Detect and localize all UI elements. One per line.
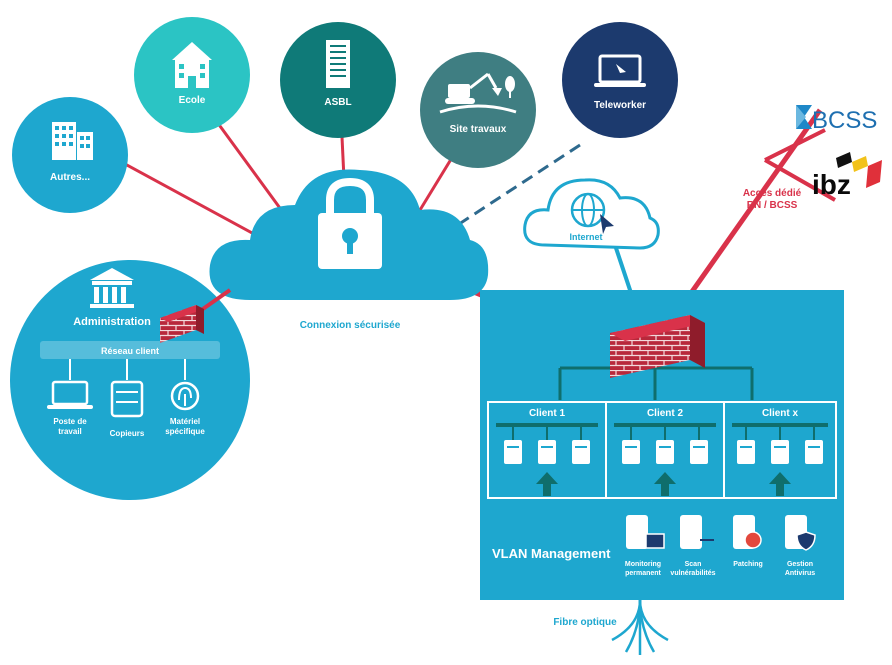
service-label-scan-1: Scan [685, 561, 702, 568]
shield-icon [796, 531, 816, 551]
server-icon [805, 425, 823, 464]
bcss-logo: BCSS [796, 105, 877, 134]
node-label-ecole: Ecole [179, 95, 206, 106]
node-label-site-travaux: Site travaux [450, 124, 507, 135]
vlan-label: VLAN Management [492, 546, 611, 561]
node-autres: Autres... [12, 97, 128, 213]
server-icon [690, 425, 708, 464]
admin-title: Administration [73, 316, 151, 328]
link-teleworker [449, 143, 581, 232]
monitor-icon [645, 533, 665, 549]
service-label-antivirus-1: Gestion [787, 561, 813, 568]
node-teleworker: Teleworker [562, 22, 678, 138]
dedicated-line-2: RN / BCSS [747, 200, 798, 211]
service-label-monitoring-1: Monitoring [625, 561, 661, 568]
up-arrow-icon [769, 472, 791, 496]
excavator-icon [439, 72, 517, 114]
datacenter: Client 1 Client 2 Client x [480, 290, 844, 600]
device-label-specific-1: Matériel [170, 417, 200, 426]
ibz-flag-icon [836, 152, 882, 188]
client-label-1: Client 1 [529, 408, 566, 419]
client-network-label: Réseau client [101, 346, 159, 356]
mgmt-scan: Scan vulnérabilités [670, 515, 716, 577]
node-label-asbl: ASBL [324, 97, 351, 108]
ibz-logo: ibz [812, 152, 882, 200]
node-site-travaux: Site travaux [420, 52, 536, 168]
dedicated-line-1: Accès dédié [743, 188, 802, 199]
fiber-label: Fibre optique [553, 617, 617, 628]
copier-icon [110, 380, 144, 418]
globe-icon [570, 192, 614, 234]
device-label-specific-2: spécifique [165, 427, 205, 436]
link-bcss [764, 128, 826, 162]
client-label-x: Client x [762, 408, 799, 419]
server-icon [572, 425, 590, 464]
up-arrow-icon [536, 472, 558, 496]
service-label-scan-2: vulnérabilités [670, 570, 715, 577]
device-label-copier: Copieurs [110, 429, 145, 438]
workstation-icon [47, 380, 93, 409]
bcss-text: BCSS [812, 107, 877, 134]
service-label-patching: Patching [733, 561, 763, 568]
up-arrow-icon [654, 472, 676, 496]
client-label-2: Client 2 [647, 408, 684, 419]
up-arrows [536, 472, 791, 496]
device-label-workstation-2: travail [58, 427, 82, 436]
mgmt-patching: Patching [733, 515, 763, 568]
office-building-icon [52, 122, 93, 160]
client-servers [504, 425, 823, 464]
server-icon [622, 425, 640, 464]
secure-cloud: Connexion sécurisée [209, 169, 489, 331]
server-icon [656, 425, 674, 464]
dedicated-access-label: Accès dédié RN / BCSS [743, 188, 802, 211]
tower-building-icon [326, 40, 350, 88]
firewall-icon [160, 305, 204, 343]
service-label-antivirus-2: Antivirus [785, 570, 815, 577]
client-network-bus [40, 341, 220, 359]
node-ecole: Ecole [134, 17, 250, 133]
fiber-optic-icon [611, 599, 669, 655]
patch-icon [744, 531, 762, 549]
server-icon [538, 425, 556, 464]
administration-building-icon [90, 268, 134, 308]
server-icon [737, 425, 755, 464]
link-ibz [764, 158, 836, 202]
node-label-teleworker: Teleworker [594, 100, 646, 111]
server-icon [771, 425, 789, 464]
node-asbl: ASBL [280, 22, 396, 138]
mgmt-monitoring: Monitoring permanent [625, 515, 665, 577]
ibz-text: ibz [812, 169, 851, 200]
main-firewall-icon [610, 315, 705, 378]
bcss-logo-icon [796, 105, 812, 129]
internet-label: Internet [569, 232, 602, 242]
cloud-label: Connexion sécurisée [300, 320, 401, 331]
device-label-workstation-1: Poste de [53, 417, 87, 426]
laptop-icon [594, 54, 646, 87]
server-icon [504, 425, 522, 464]
service-label-monitoring-2: permanent [625, 570, 661, 577]
admin-site: Administration Réseau client Poste de tr… [10, 260, 250, 500]
padlock-icon [318, 177, 382, 269]
fingerprint-icon [170, 381, 200, 411]
mgmt-antivirus: Gestion Antivirus [785, 515, 816, 577]
fiber-optic: Fibre optique [553, 599, 669, 655]
internet-cloud: Internet [523, 178, 660, 250]
admin-firewall [160, 288, 232, 343]
node-label-autres: Autres... [50, 172, 90, 183]
school-icon [172, 42, 212, 88]
